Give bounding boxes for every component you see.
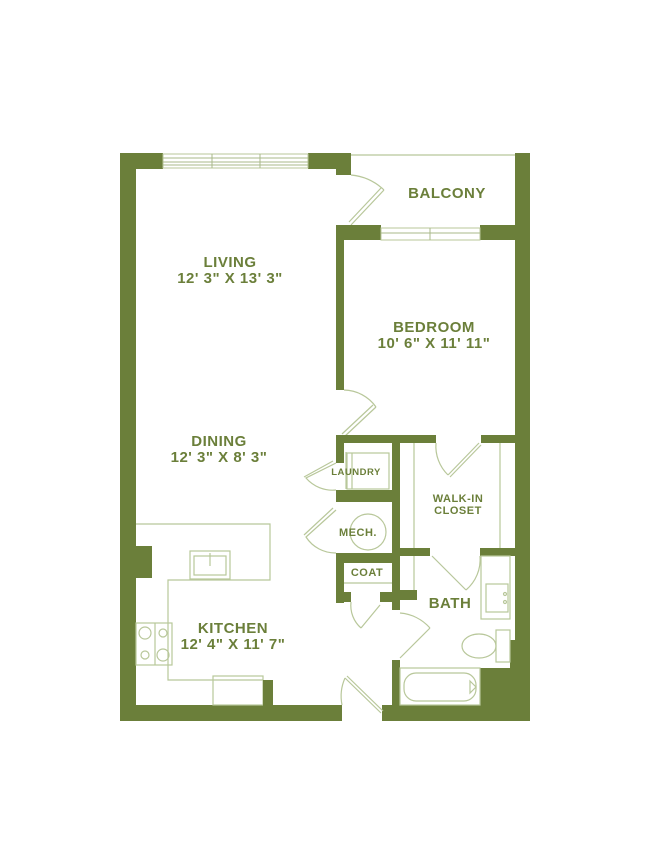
living-window	[162, 153, 309, 169]
room-balcony: BALCONY	[408, 186, 486, 202]
room-kitchen: KITCHEN 12' 4" X 11' 7"	[181, 621, 286, 653]
room-dining: DINING 12' 3" X 8' 3"	[171, 434, 268, 466]
room-name: COAT	[350, 567, 384, 579]
room-laundry: LAUNDRY	[331, 468, 381, 478]
room-dimensions: 12' 4" X 11' 7"	[180, 635, 286, 653]
mech-closet	[303, 507, 387, 554]
room-name: BEDROOM	[393, 319, 475, 336]
laundry-closet	[303, 452, 390, 491]
core-walls	[336, 435, 530, 721]
room-name: KITCHEN	[197, 620, 269, 637]
coat-closet	[344, 582, 392, 629]
room-name: DINING	[191, 433, 247, 450]
bath-fixtures	[399, 555, 511, 706]
room-name: WALK-IN	[432, 493, 484, 505]
room-bedroom: BEDROOM 10' 6" X 11' 11"	[378, 320, 491, 352]
kitchen-fixtures	[135, 523, 384, 714]
room-name: BATH	[428, 595, 472, 612]
bedroom-walls	[336, 225, 530, 478]
room-name-line2: CLOSET	[434, 504, 482, 517]
room-name: BALCONY	[408, 185, 486, 202]
room-living: LIVING 12' 3" X 13' 3"	[177, 255, 283, 287]
room-name: MECH.	[339, 527, 377, 539]
room-name: LIVING	[203, 254, 257, 271]
room-coat: COAT	[350, 567, 384, 580]
room-mech: MECH.	[339, 527, 377, 540]
room-dimensions: 12' 3" X 8' 3"	[170, 448, 268, 466]
room-bath: BATH	[429, 596, 472, 612]
balcony-outline	[348, 154, 515, 226]
room-name: LAUNDRY	[331, 467, 381, 478]
closet-shelves	[413, 443, 501, 548]
room-dimensions: 10' 6" X 11' 11"	[377, 334, 491, 352]
room-dimensions: 12' 3" X 13' 3"	[177, 269, 283, 287]
room-walk-in-closet: WALK-IN CLOSET	[432, 493, 484, 517]
